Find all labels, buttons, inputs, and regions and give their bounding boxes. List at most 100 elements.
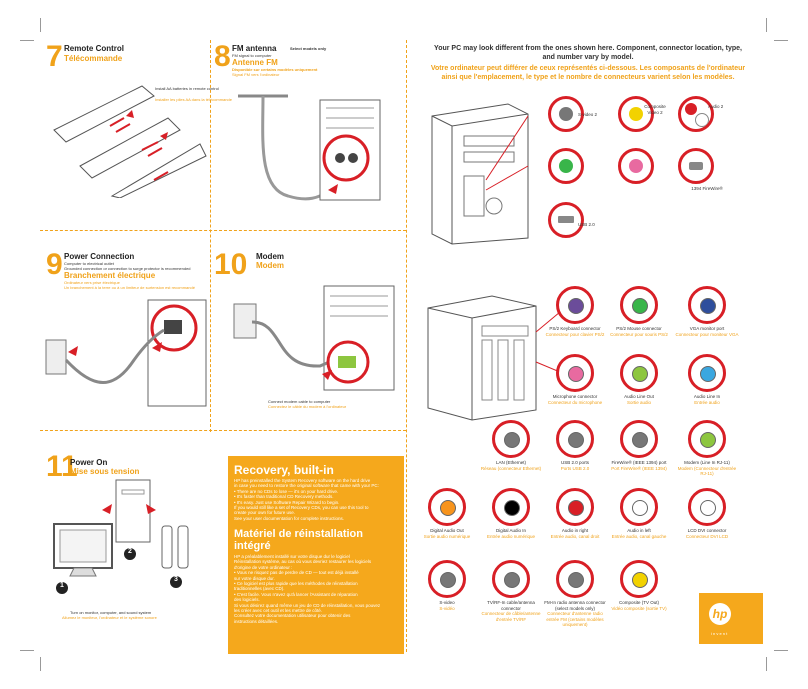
back-port-label-en: PS/2 Mouse connector	[616, 326, 662, 331]
modem-illustration	[233, 285, 395, 391]
step-title-fr: Télécommande	[64, 54, 123, 63]
recovery-line-fr: instructions détaillées.	[234, 618, 279, 624]
crop-mark	[20, 650, 34, 651]
crop-mark	[766, 18, 767, 32]
modem-caption: Connect modem cable to computer	[268, 399, 331, 404]
back-port-label-fr: Modem (Connecteur d'entrée RJ-11)	[677, 465, 737, 477]
back-port-label-en: Audio Line Out	[624, 394, 654, 399]
step-title-fr: Antenne FM	[232, 58, 278, 67]
back-port-label-en: Audio in right	[561, 528, 589, 533]
back-port-label: LAN (Ethernet)Réseau (connecteur Etherne…	[478, 460, 544, 471]
back-port-circle	[620, 420, 658, 458]
back-port-label-fr: Réseau (connecteur Ethernet)	[480, 465, 542, 471]
recovery-title-fr: Matériel de réinstallation intégré	[234, 528, 363, 552]
front-tower-illustration	[431, 103, 529, 245]
recovery-line-fr: HP a préalablement installé sur votre di…	[234, 554, 350, 559]
front-port-composite	[618, 96, 654, 132]
recovery-line: • There are no CDs to lose — it's on you…	[234, 488, 339, 494]
back-port-circle	[688, 420, 726, 458]
step-number: 11	[46, 450, 78, 483]
hp-logo-panel: hp i n v e n t	[699, 593, 763, 644]
panel-divider	[40, 430, 406, 431]
step-marker: 2	[128, 548, 132, 555]
back-port-circle	[620, 560, 658, 598]
recovery-line-fr: Si vous désirez quand même un jeu de CD …	[234, 602, 381, 608]
back-port-circle	[556, 560, 594, 598]
recovery-panel: Recovery, built-in HP has preinstalled t…	[228, 456, 404, 654]
step-number: 7	[46, 40, 63, 73]
recovery-line: • It's faster than traditional CD Recove…	[234, 494, 334, 500]
back-port-label-en: PS/2 Keyboard connector	[549, 326, 601, 331]
back-port-label-fr: S-vidéo	[439, 605, 455, 611]
front-port-label: Audio 2	[708, 104, 724, 109]
back-port-circle	[492, 560, 530, 598]
back-port-circle	[428, 488, 466, 526]
back-port-circle	[556, 420, 594, 458]
step-title: Modem	[256, 252, 284, 261]
step-title-fr: Modem	[256, 261, 284, 270]
step-title: FM antenna	[232, 44, 277, 53]
back-port-label-fr: Connecteur DVI LCD	[685, 533, 729, 539]
back-port-circle	[492, 488, 530, 526]
step-title: Power On	[70, 458, 108, 467]
back-port-circle	[688, 354, 726, 392]
back-port-label-fr: Port FireWire® (IEEE 1394)	[611, 465, 667, 471]
back-port-label-fr: Ports USB 2.0	[560, 465, 590, 471]
step-title-fr: Mise sous tension	[70, 467, 140, 476]
hp-tagline: i n v e n t	[711, 631, 728, 636]
back-port-label-en: Composite (TV Out)	[618, 600, 659, 605]
recovery-line-fr: • C'est facile. Vous n'avez qu'à lancer …	[234, 591, 358, 597]
back-port-label-fr: Vidéo composite (sortie TV)	[611, 605, 667, 611]
recovery-line-fr: sur votre disque dur.	[234, 575, 275, 581]
back-port-circle	[688, 488, 726, 526]
step-title: Remote Control	[64, 44, 124, 53]
recovery-line: If you would still like a set of Recover…	[234, 505, 369, 511]
back-port-label-en: USB 2.0 ports	[560, 460, 589, 465]
intro-fr: Votre ordinateur peut différer de ceux r…	[430, 65, 746, 81]
panel-divider	[406, 40, 407, 652]
power-on-caption: Turn on monitor, computer, and sound sys…	[70, 610, 152, 615]
crop-mark	[766, 657, 767, 671]
back-port-label-fr: Connecteur d'antenne radio entrée FM (ce…	[546, 611, 604, 627]
back-port-label-fr: Connecteur de câble/antenne d'entrée TV/…	[481, 611, 541, 622]
back-port-circle	[620, 286, 658, 324]
remote-note-fr: Installer les piles AA dans la télécomma…	[155, 97, 232, 102]
back-port-label-fr: Entrée audio	[694, 399, 720, 405]
recovery-line-fr: • Ce logiciel est plus rapide que les mé…	[234, 581, 358, 587]
back-port-label-en: Microphone connector	[552, 394, 598, 399]
recovery-line: HP has preinstalled the System Recovery …	[234, 478, 371, 483]
back-port-label-en: LAN (Ethernet)	[495, 460, 526, 465]
hp-logo: hp	[709, 603, 731, 625]
recovery-line: in case you need to restore the original…	[234, 483, 379, 489]
intro-en: Your PC may look different from the ones…	[434, 45, 742, 61]
recovery-text-fr: HP a préalablement installé sur votre di…	[234, 554, 402, 624]
recovery-line-fr: d'origine de votre ordinateur :	[234, 564, 293, 570]
step-title-fr: Branchement électrique	[64, 271, 156, 280]
remote-control-illustration	[53, 85, 207, 198]
fm-antenna-illustration	[238, 94, 381, 201]
back-port-circle	[620, 488, 658, 526]
power-illustration	[45, 299, 207, 407]
back-tower-illustration	[427, 295, 560, 421]
step-number: 9	[46, 248, 63, 281]
crop-mark	[774, 650, 788, 651]
back-port-label-fr: Connecteur pour moniteur VGA	[675, 331, 739, 337]
crop-mark	[40, 18, 41, 32]
remote-note: Install AA batteries in remote control	[155, 86, 219, 91]
back-port-label-en: Audio in left	[627, 528, 651, 533]
front-port-label: S-video 2	[578, 112, 598, 117]
back-port-label-fr: Entrée audio numérique	[486, 533, 536, 539]
back-port-label-fr: Connecteur pour souris PS/2	[610, 331, 668, 337]
front-port-usb	[548, 202, 584, 238]
recovery-line-fr: Consultez votre documentation utilisateu…	[234, 613, 351, 619]
